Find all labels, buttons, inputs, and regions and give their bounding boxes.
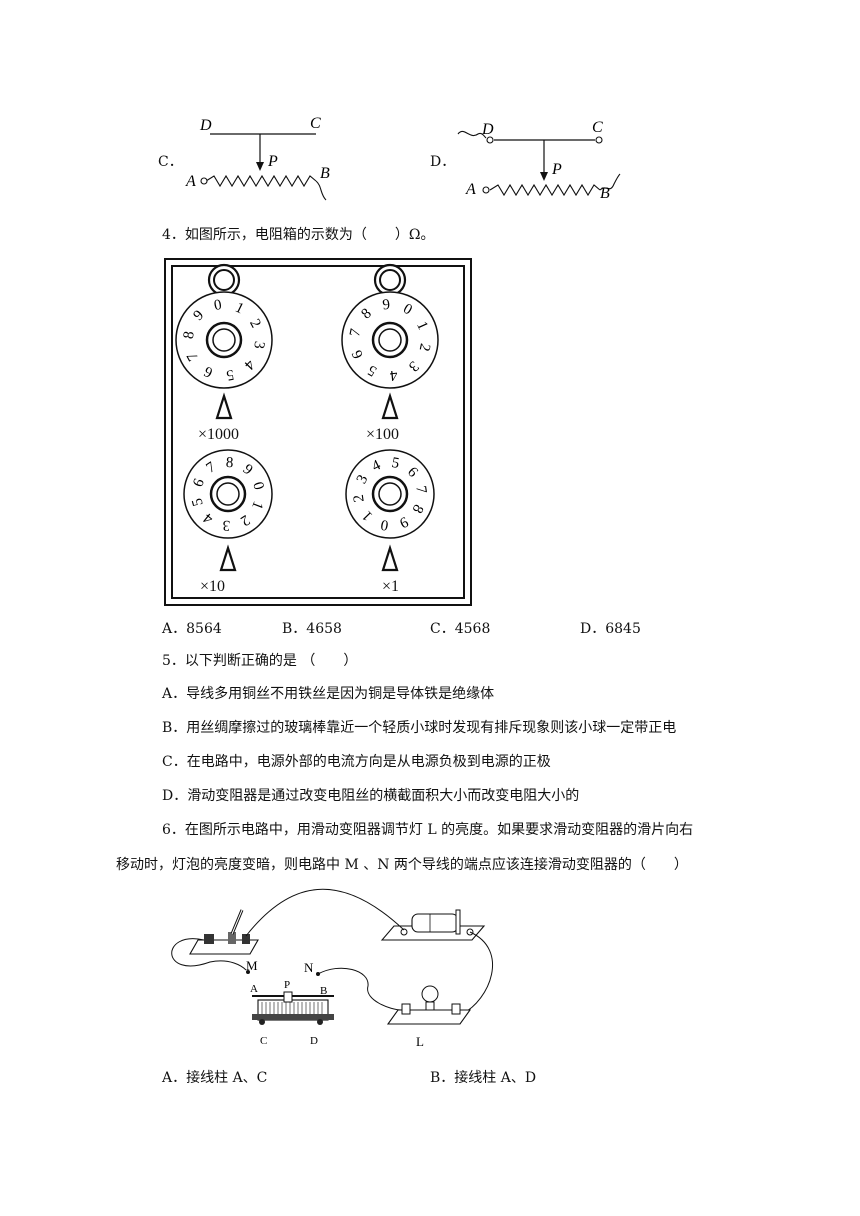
dial-digit: 5 [390, 455, 400, 472]
dial-digit: 8 [181, 330, 198, 340]
label-c: C [260, 1035, 267, 1047]
label-p: P [284, 979, 290, 991]
q5-option-a: A．导线多用铜丝不用铁丝是因为铜是导体铁是绝缘体 [162, 686, 495, 702]
q3-option-c: C． D C P A B [158, 110, 358, 220]
label-p: P [551, 161, 562, 178]
q5-stem: 5．以下判断正确的是 （ ） [162, 653, 358, 669]
q5-option-b: B．用丝绸摩擦过的玻璃棒靠近一个轻质小球时发现有排斥现象则该小球一定带正电 [162, 720, 677, 736]
terminal-knob-inner [379, 269, 401, 291]
q5-option-d: D．滑动变阻器是通过改变电阻丝的横截面积大小而改变电阻大小的 [162, 788, 580, 804]
option-letter: C． [158, 154, 183, 170]
dial-digit: 9 [382, 297, 391, 314]
multiplier-1: ×1 [382, 578, 400, 595]
option-letter: D． [430, 154, 456, 170]
circuit-figure: M N A B P C D L [150, 870, 510, 1050]
label-b: B [600, 185, 610, 202]
multiplier-10: ×10 [200, 578, 226, 595]
q3-option-d: D． D C P A B [430, 110, 650, 220]
label-b: B [320, 985, 327, 997]
label-a: A [185, 173, 196, 190]
q4-stem: 4．如图所示，电阻箱的示数为（ ）Ω。 [162, 227, 435, 243]
multiplier-100: ×100 [366, 426, 400, 443]
rheostat-diagram-d: D C P A B [457, 119, 621, 202]
pointer-triangle-icon [381, 544, 399, 572]
label-b: B [320, 165, 330, 182]
dial-digit: 2 [351, 493, 368, 503]
dial-hub-inner [378, 328, 402, 352]
rheostat-diagram-c: D C P A B [185, 115, 330, 201]
dial-hub-inner [216, 482, 240, 506]
dial-hub-inner [378, 482, 402, 506]
label-c: C [310, 115, 321, 132]
label-d: D [310, 1035, 318, 1047]
circuit-drawing: M N A B P C D L [171, 888, 494, 1049]
label-n: N [304, 960, 314, 975]
dial-digit: 3 [250, 340, 267, 350]
dial-digit: 8 [225, 455, 233, 471]
q4-option-b: B．4658 [282, 621, 342, 637]
q4-option-d: D．6845 [580, 621, 641, 637]
pointer-triangle-icon [215, 392, 233, 420]
dial-digit: 2 [416, 342, 433, 353]
dial-digit: 0 [380, 516, 390, 533]
q4-options: A．8564 B．4658 C．4568 D．6845 [162, 619, 802, 641]
q4-option-a: A．8564 [162, 621, 222, 637]
pointer-triangle-icon [219, 544, 237, 572]
multiplier-1000: ×1000 [198, 426, 240, 443]
label-p: P [267, 153, 278, 170]
q6-stem-line1: 6．在图所示电路中，用滑动变阻器调节灯 L 的亮度。如果要求滑动变阻器的滑片向右 [162, 822, 694, 838]
q6-option-a: A．接线柱 A、C [162, 1070, 268, 1086]
label-m: M [246, 958, 258, 973]
dial-digit: 5 [189, 496, 206, 507]
terminal-knob-inner [213, 269, 235, 291]
q6-option-b: B．接线柱 A、D [430, 1070, 537, 1086]
dial-digit: 5 [225, 366, 235, 383]
dial-hub-inner [212, 328, 236, 352]
q6-stem-line2: 移动时，灯泡的亮度变暗，则电路中 M 、N 两个导线的端点应该连接滑动变阻器的（… [116, 857, 688, 873]
dial-digit: 3 [222, 517, 230, 533]
pointer-triangle-icon [381, 392, 399, 420]
dial-digit: 4 [389, 366, 399, 383]
dial-digit: 0 [213, 297, 223, 314]
dial-digit: 0 [249, 480, 266, 491]
label-d: D [199, 117, 212, 134]
dial-digit: 7 [412, 485, 429, 495]
label-d: D [481, 121, 494, 138]
dial-digit: 7 [347, 327, 364, 338]
label-a: A [250, 983, 258, 995]
label-l: L [416, 1034, 424, 1049]
label-c: C [592, 119, 603, 136]
label-a: A [465, 181, 476, 198]
q5-option-c: C．在电路中，电源外部的电流方向是从电源负极到电源的正极 [162, 754, 551, 770]
q4-option-c: C．4568 [430, 621, 491, 637]
